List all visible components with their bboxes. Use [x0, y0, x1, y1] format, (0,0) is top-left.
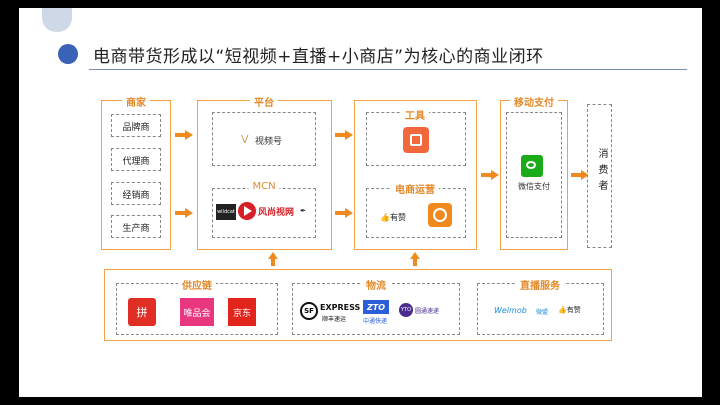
circle-app-icon: [428, 203, 452, 227]
yto-sub: 圆通速递: [415, 308, 440, 315]
tools-label: 工具: [401, 107, 429, 122]
weimob-cn: 微盟: [536, 309, 549, 316]
arrow-right-icon: [335, 208, 353, 218]
live-service-label: 直播服务: [516, 277, 564, 292]
consumer-box: [587, 104, 612, 248]
pinduoduo-logo: 拼: [128, 298, 156, 326]
decorative-tab: [42, 8, 72, 32]
zto-logo: ZTO: [363, 300, 389, 314]
arrow-right-icon: [335, 130, 353, 140]
mcn-label: MCN: [248, 181, 280, 192]
youzan-logo: 👍有赞: [380, 213, 406, 222]
arrow-up-icon: [268, 252, 278, 266]
sf-express-sub: 顺丰速运: [322, 316, 347, 323]
wildcat-logo: wildcat: [216, 204, 236, 220]
consumer-label: 消费者: [596, 148, 607, 196]
merchant-brand: 品牌商: [111, 114, 161, 137]
title-bullet-icon: [58, 44, 78, 64]
supply-chain-label: 供应链: [178, 277, 216, 292]
youzan-live-logo: 👍有赞: [558, 306, 581, 314]
shopping-bag-icon: [403, 127, 429, 153]
sf-express-text: EXPRESS: [320, 303, 361, 312]
jd-logo: 京东: [228, 298, 256, 326]
title-underline: [89, 69, 687, 70]
video-channel-label: 视频号: [255, 137, 283, 147]
fengshang-logo: 风尚视网: [258, 207, 295, 218]
merchants-label: 商家: [122, 94, 150, 109]
logistics-label: 物流: [362, 277, 390, 292]
shutong-logo: shutong✒: [300, 207, 306, 215]
play-icon: [238, 202, 256, 220]
ecommerce-ops-label: 电商运营: [391, 181, 439, 196]
payment-label: 移动支付: [510, 94, 558, 109]
merchant-producer: 生产商: [111, 215, 161, 238]
wechat-pay-icon: [521, 155, 543, 177]
merchant-dealer-label: 经销商: [122, 191, 150, 201]
weimob-logo: Weimob: [494, 306, 527, 315]
platform-label: 平台: [250, 94, 278, 109]
arrow-right-icon: [175, 130, 193, 140]
slide-title: 电商带货形成以“短视频+直播+小商店”为核心的商业闭环: [93, 47, 544, 67]
wechat-pay-label: 微信支付: [518, 182, 550, 191]
video-channel-box: ᐯ 视频号: [212, 112, 316, 166]
merchant-dealer: 经销商: [111, 182, 161, 205]
sf-express-logo: SF: [300, 302, 318, 320]
arrow-right-icon: [175, 208, 193, 218]
merchant-producer-label: 生产商: [122, 224, 150, 234]
video-channel-icon: ᐯ: [241, 133, 249, 146]
merchant-agent-label: 代理商: [122, 157, 150, 167]
arrow-right-icon: [571, 170, 589, 180]
yto-logo: YTO: [399, 303, 413, 317]
arrow-up-icon: [410, 252, 420, 266]
merchant-agent: 代理商: [111, 148, 161, 171]
merchant-brand-label: 品牌商: [122, 123, 150, 133]
zto-sub: 中通快递: [363, 318, 388, 325]
arrow-right-icon: [481, 170, 499, 180]
vipshop-logo: 唯品会: [180, 298, 214, 326]
